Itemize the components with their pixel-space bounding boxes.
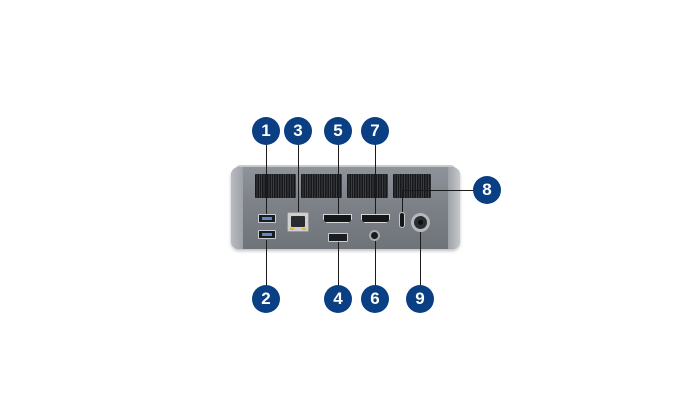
device-left-side bbox=[231, 167, 243, 249]
leader-line-2 bbox=[266, 240, 267, 286]
leader-line-3 bbox=[298, 140, 299, 212]
leader-line-9 bbox=[420, 232, 421, 286]
vent-grille-2 bbox=[301, 174, 342, 198]
ethernet-socket bbox=[291, 216, 305, 227]
callout-badge-4: 4 bbox=[325, 286, 351, 312]
usb-c-port bbox=[399, 212, 405, 228]
ethernet-led-right bbox=[302, 228, 306, 230]
device-right-side bbox=[448, 167, 460, 249]
leader-line-8-horizontal bbox=[402, 190, 474, 191]
leader-line-7 bbox=[375, 140, 376, 214]
leader-line-5 bbox=[338, 140, 339, 214]
audio-jack bbox=[369, 230, 380, 241]
vent-grille-1 bbox=[255, 174, 296, 198]
callout-badge-1: 1 bbox=[253, 118, 279, 144]
usb-port-small bbox=[328, 233, 348, 242]
displayport bbox=[323, 214, 352, 223]
callout-badge-5: 5 bbox=[325, 118, 351, 144]
usb-port-lower bbox=[258, 230, 276, 239]
usb-port-upper bbox=[258, 214, 276, 223]
leader-line-8-vertical bbox=[402, 190, 403, 212]
callout-badge-6: 6 bbox=[362, 286, 388, 312]
callout-badge-7: 7 bbox=[362, 118, 388, 144]
leader-line-6 bbox=[375, 241, 376, 286]
vent-grille-4 bbox=[393, 174, 431, 198]
leader-line-1 bbox=[266, 140, 267, 214]
dc-power-jack bbox=[411, 213, 430, 232]
vent-grille-3 bbox=[347, 174, 388, 198]
ethernet-port bbox=[287, 212, 309, 232]
ethernet-led-left bbox=[290, 228, 294, 230]
callout-badge-8: 8 bbox=[474, 177, 500, 203]
callout-badge-3: 3 bbox=[285, 118, 311, 144]
leader-line-4 bbox=[338, 242, 339, 286]
callout-badge-2: 2 bbox=[253, 286, 279, 312]
callout-badge-9: 9 bbox=[407, 286, 433, 312]
hdmi-port bbox=[361, 214, 390, 223]
